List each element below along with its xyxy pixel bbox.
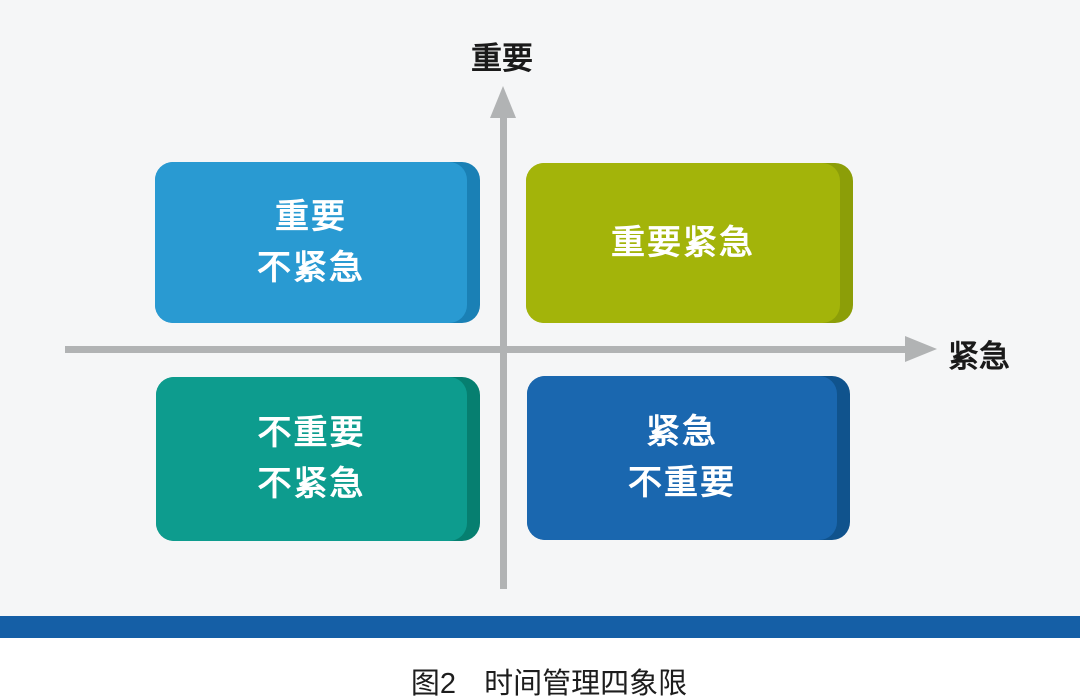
bottom-divider-bar	[0, 616, 1080, 638]
urgency-axis-arrow-icon	[905, 336, 937, 362]
quadrant-not-important-not-urgent: 不重要 不紧急	[156, 377, 480, 541]
importance-axis-arrow-icon	[490, 86, 516, 118]
quadrant-urgent-not-important: 紧急 不重要	[527, 376, 850, 540]
quadrant-face: 紧急 不重要	[527, 376, 837, 540]
figure-number: 图2	[410, 668, 457, 699]
quadrant-face: 重要 不紧急	[155, 162, 467, 323]
quadrant-label-line: 不紧急	[257, 465, 366, 503]
quadrant-label-line: 不紧急	[257, 248, 365, 287]
importance-axis-label: 重要	[471, 41, 533, 76]
quadrant-important-not-urgent: 重要 不紧急	[155, 162, 480, 323]
figure-caption: 图2 时间管理四象限	[411, 660, 687, 699]
caption-area	[0, 638, 1080, 699]
quadrant-label-line: 重要紧急	[611, 223, 755, 262]
figure-title: 时间管理四象限	[484, 668, 688, 699]
quadrant-face: 重要紧急	[526, 163, 840, 323]
quadrant-label-line: 不重要	[628, 464, 736, 502]
quadrant-face: 不重要 不紧急	[156, 377, 467, 541]
urgency-axis-label: 紧急	[948, 339, 1010, 374]
quadrant-label-line: 重要	[275, 197, 347, 236]
urgency-axis-line	[65, 346, 908, 353]
quadrant-label-line: 紧急	[646, 413, 718, 451]
quadrant-label-line: 不重要	[257, 414, 366, 452]
quadrant-important-urgent: 重要紧急	[526, 163, 853, 323]
